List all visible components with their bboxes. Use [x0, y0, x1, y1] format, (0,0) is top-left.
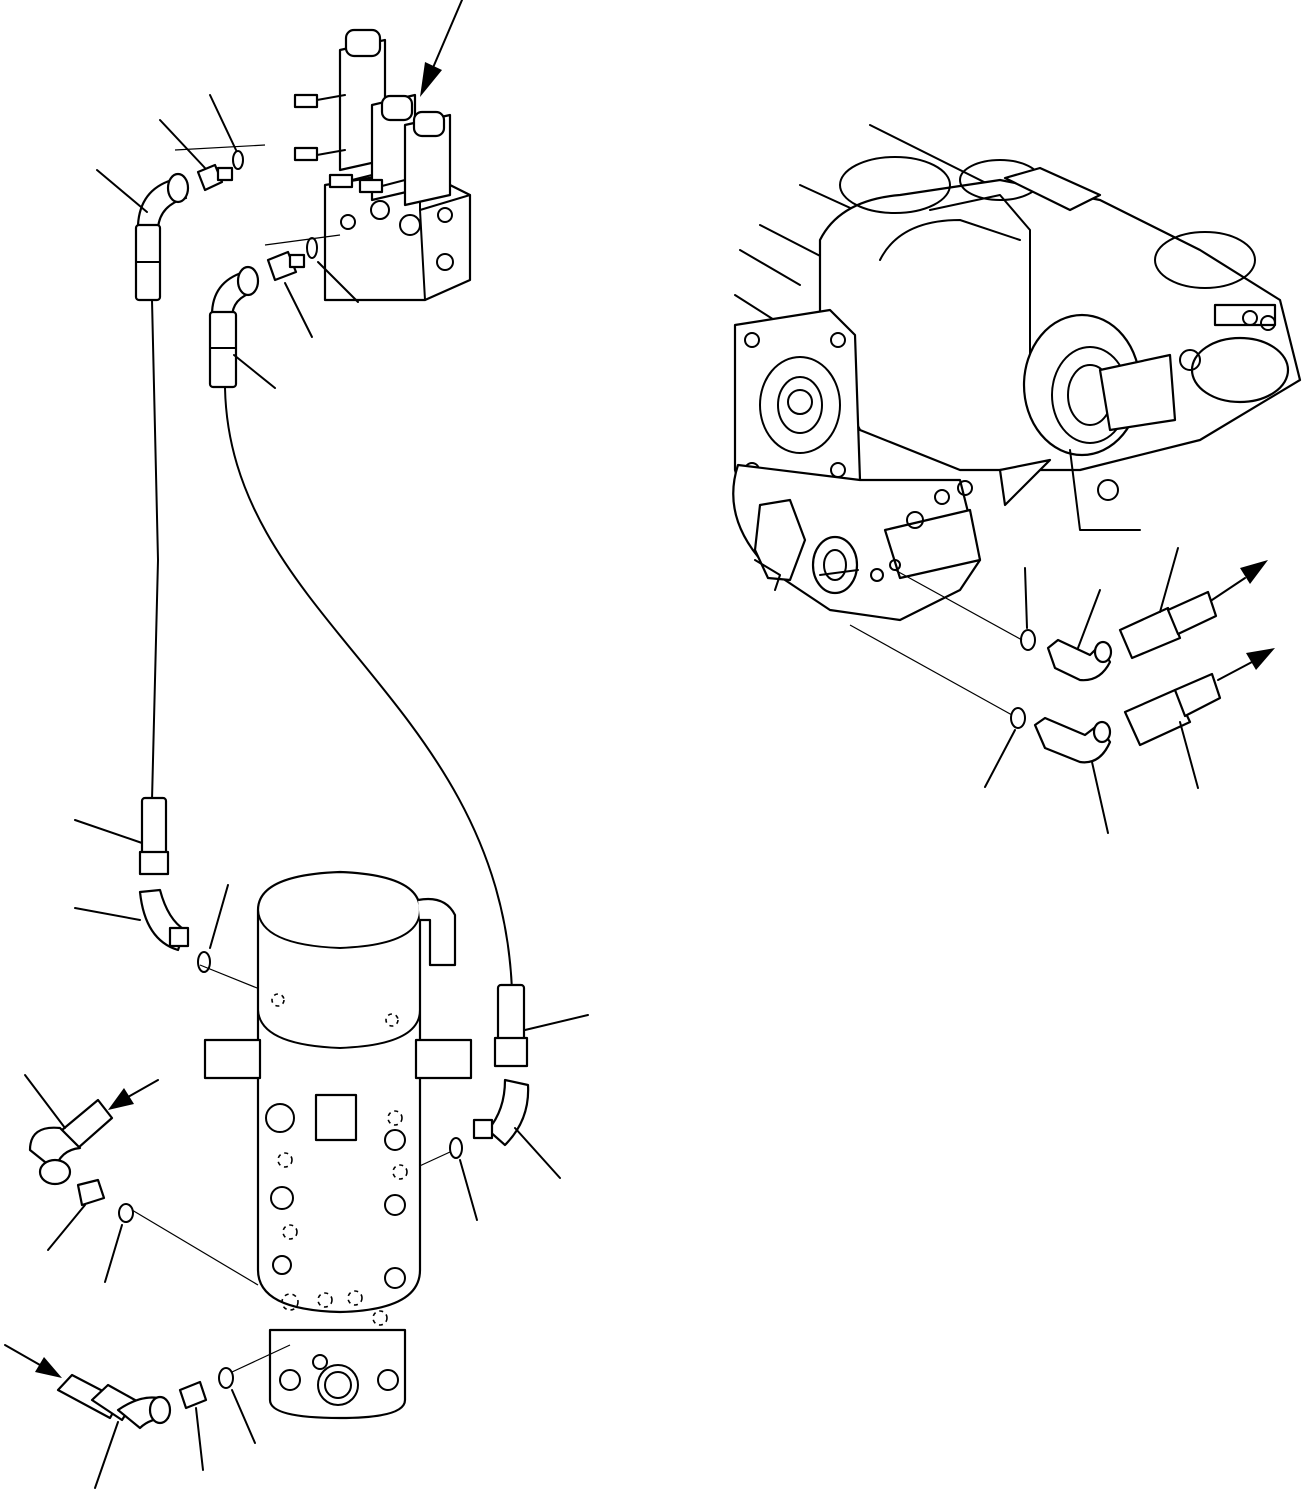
elbow-fitting — [210, 265, 260, 320]
elbow-fitting — [1046, 638, 1113, 682]
valve-port-arrow — [420, 0, 463, 97]
o-ring — [232, 150, 244, 170]
callout-leaders — [24, 94, 1199, 1489]
o-ring — [218, 1367, 234, 1389]
hose-line-right — [224, 387, 513, 991]
hose-end — [1118, 590, 1218, 660]
solenoid-valve-block — [293, 28, 472, 302]
leader-line — [264, 234, 341, 246]
connector-fitting — [196, 163, 234, 192]
o-ring — [1010, 707, 1026, 729]
leader-line — [894, 569, 1023, 641]
outlet-arrow — [1217, 648, 1275, 681]
elbow-fitting — [1033, 716, 1112, 764]
leader-line — [131, 1209, 259, 1286]
elbow-fitting — [28, 1126, 82, 1186]
elbow-fitting — [136, 172, 190, 230]
leader-line — [849, 624, 1013, 716]
connector-fitting — [76, 1178, 106, 1207]
o-ring — [197, 951, 211, 973]
o-ring — [118, 1203, 134, 1223]
elbow-fitting — [138, 888, 190, 952]
outlet-arrow — [1211, 560, 1268, 601]
hose-end — [493, 983, 529, 1068]
leader-line — [231, 1344, 291, 1373]
hose-end — [208, 310, 238, 389]
inlet-arrow — [4, 1344, 62, 1378]
inlet-arrow — [108, 1079, 159, 1110]
elbow-fitting — [116, 1395, 172, 1430]
leader-line — [199, 964, 263, 991]
leader-line — [174, 144, 266, 151]
transmission-assembly — [732, 124, 1302, 622]
o-ring — [449, 1137, 463, 1159]
connector-fitting — [266, 250, 306, 282]
hose-end — [134, 223, 162, 302]
accumulator-body — [203, 870, 473, 1420]
o-ring — [1020, 629, 1036, 651]
hose-line-left — [151, 299, 159, 801]
connector-fitting — [178, 1380, 208, 1410]
o-ring — [306, 237, 318, 259]
elbow-fitting — [472, 1078, 530, 1147]
hose-end — [138, 796, 170, 876]
hose-end — [1123, 672, 1222, 747]
